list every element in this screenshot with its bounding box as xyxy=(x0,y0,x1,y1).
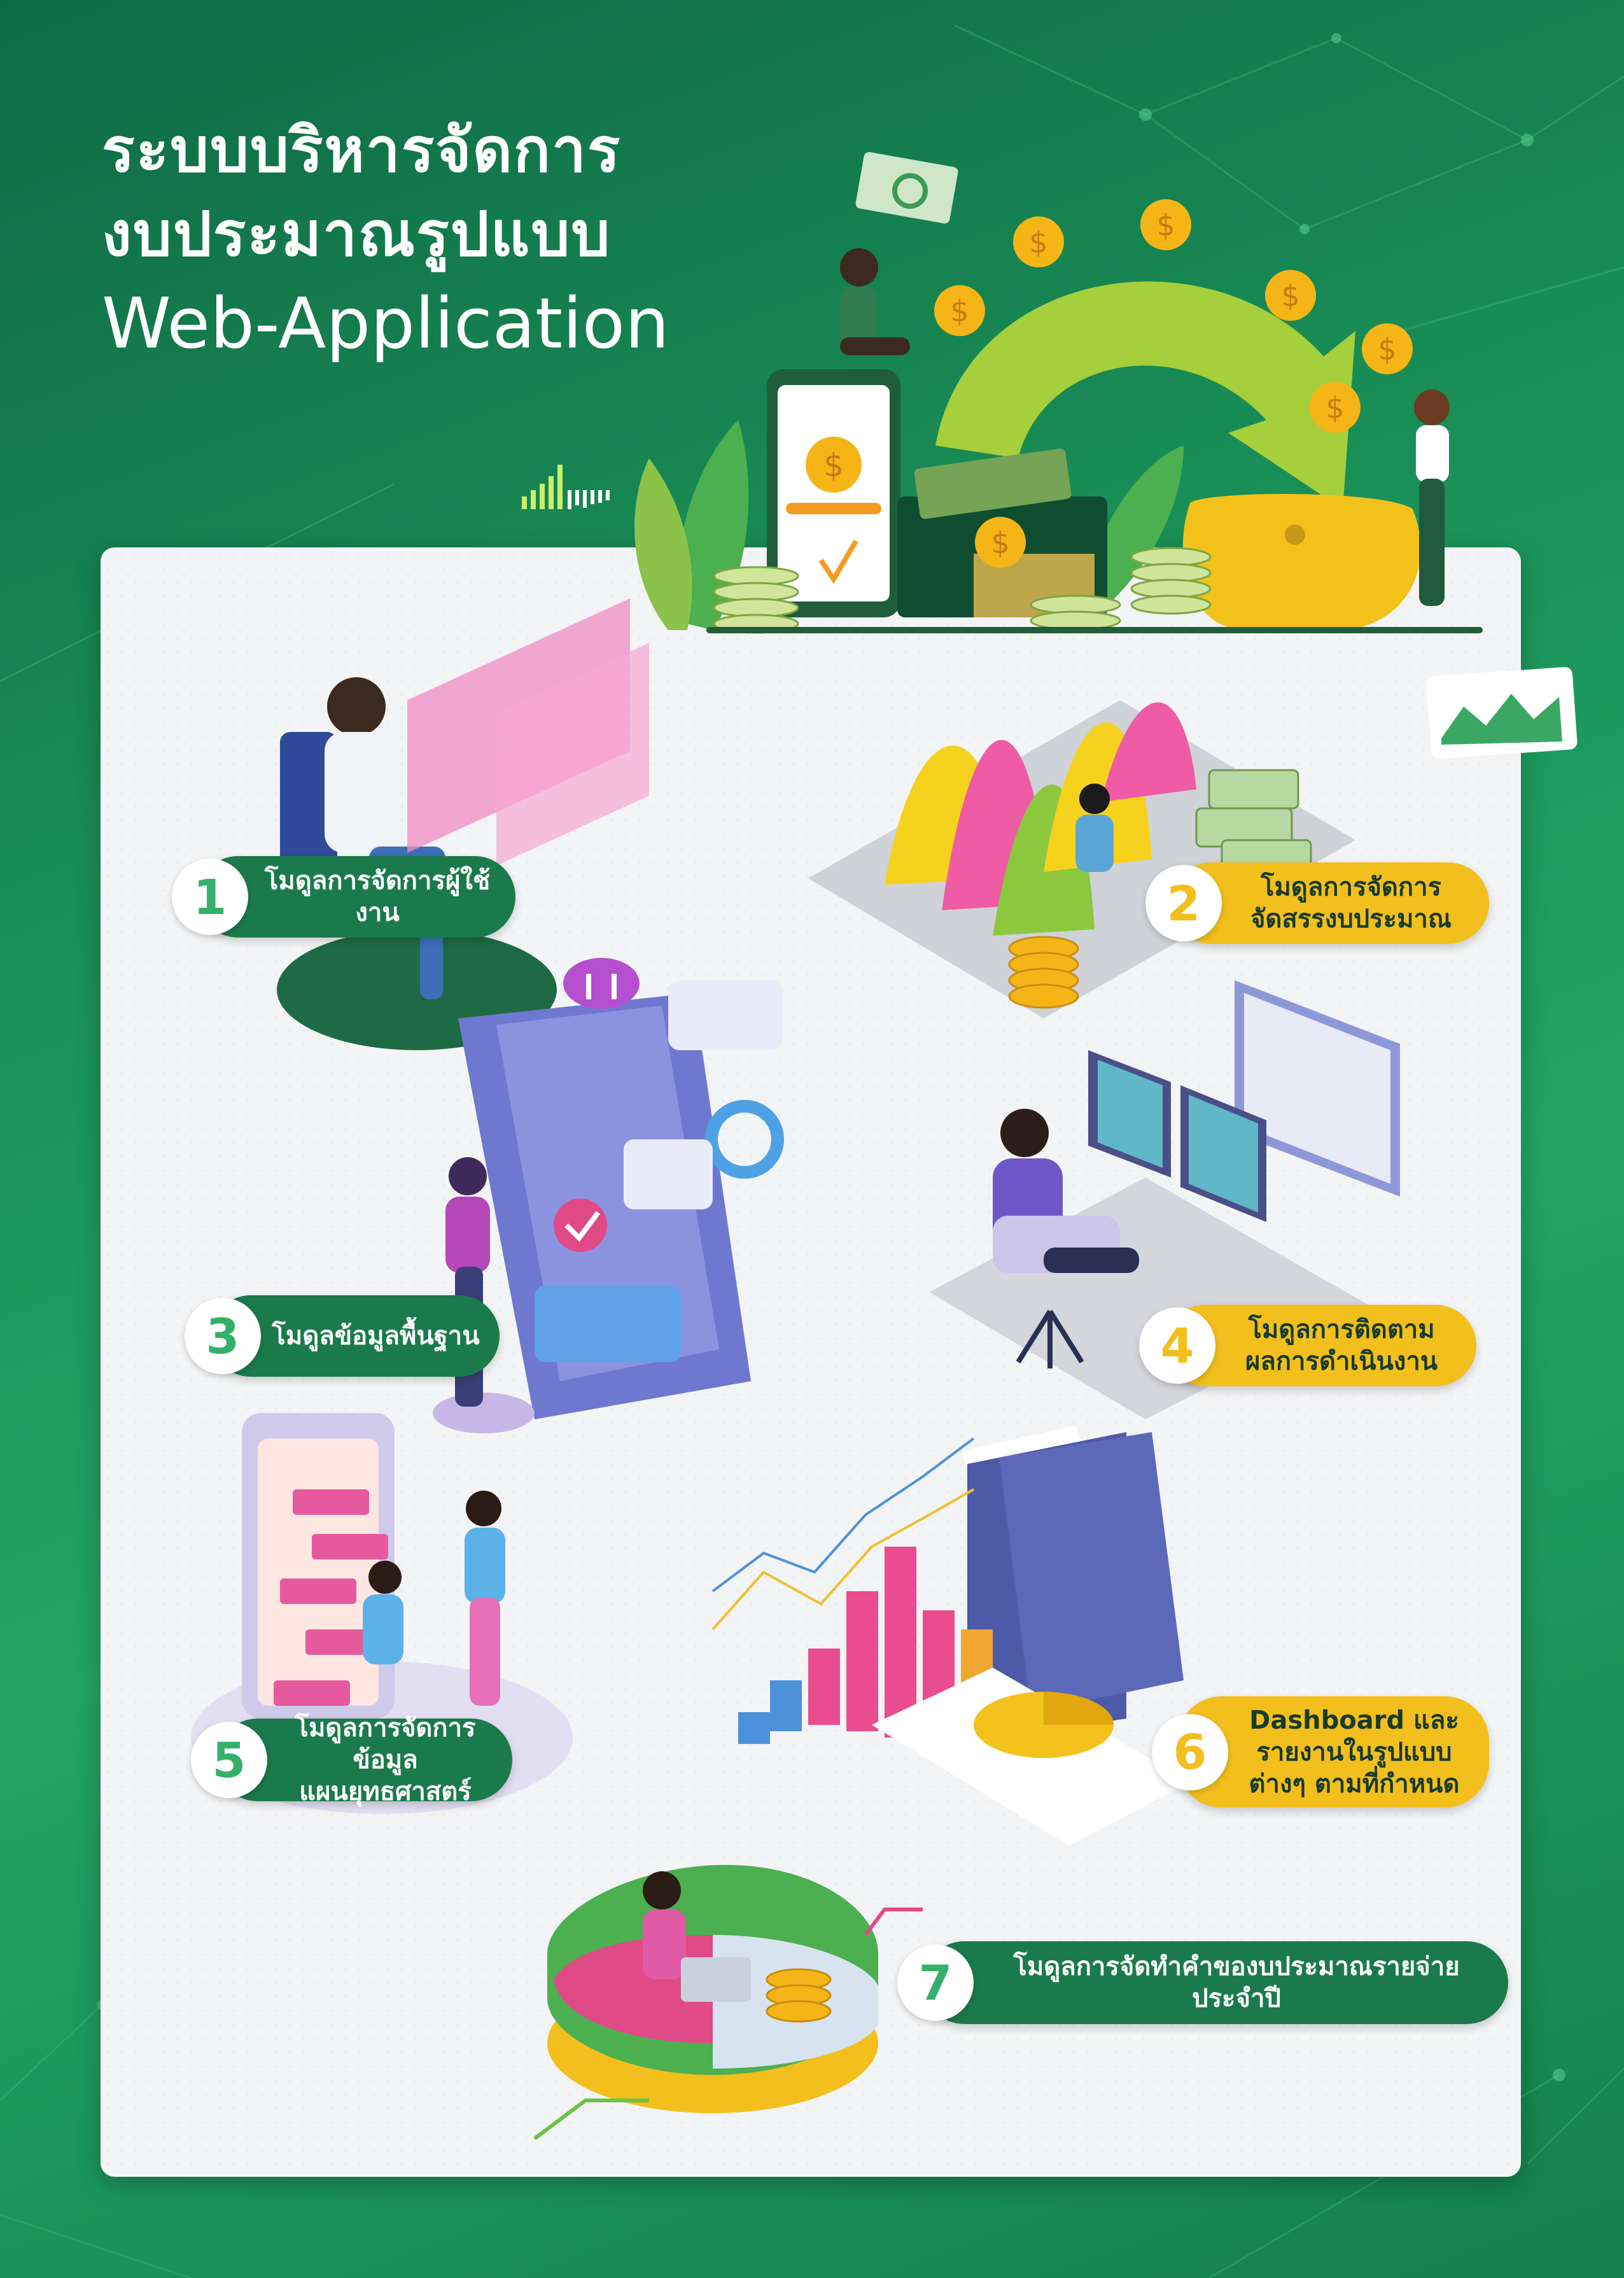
module-6-illustration xyxy=(711,1426,1190,1846)
folder-icon xyxy=(961,1426,1184,1744)
svg-text:$: $ xyxy=(1281,279,1299,313)
svg-text:$: $ xyxy=(1378,332,1396,367)
page-title: ระบบบริหารจัดการ งบประมาณรูปแบบ Web-Appl… xyxy=(102,108,669,368)
title-line-1: ระบบบริหารจัดการ xyxy=(102,115,622,186)
module-label-line: โมดูลการจัดทำคำของบประมาณรายจ่ายประจำปี xyxy=(1013,1952,1460,2013)
module-2-illustration xyxy=(808,700,1355,1018)
header-illustration: $ $ $ $ $ $ $ $ xyxy=(634,151,1483,634)
monitor-icon xyxy=(1088,1050,1266,1222)
module-number: 2 xyxy=(1145,865,1222,941)
module-label: โมดูลการจัดการผู้ใช้งาน xyxy=(255,865,500,929)
pie-chart-icon xyxy=(974,1692,1114,1758)
svg-text:$: $ xyxy=(1156,208,1175,243)
logo-bars-icon xyxy=(522,465,610,509)
title-line-3: Web-Application xyxy=(102,283,669,364)
module-label: โมดูลการติดตามผลการดำเนินงาน xyxy=(1222,1314,1461,1377)
module-label: โมดูลการจัดทำคำของบประมาณรายจ่ายประจำปี xyxy=(980,1951,1493,2014)
module-label: โมดูลการจัดการข้อมูลแผนยุทธศาสตร์ xyxy=(274,1712,497,1808)
module-badge-1: 1 โมดูลการจัดการผู้ใช้งาน xyxy=(172,856,515,938)
module-label-line: จัดสรรงบประมาณ xyxy=(1250,904,1452,934)
module-number: 1 xyxy=(172,859,248,935)
module-label: โมดูลข้อมูลพื้นฐาน xyxy=(267,1320,484,1352)
module-7-illustration xyxy=(533,1865,923,2141)
module-label-line: โมดูลการจัดการผู้ใช้งาน xyxy=(264,866,491,927)
module-badge-3: 3 โมดูลข้อมูลพื้นฐาน xyxy=(185,1295,500,1377)
svg-text:$: $ xyxy=(950,294,969,328)
module-label: โมดูลการจัดการจัดสรรงบประมาณ xyxy=(1228,871,1474,935)
module-label-line: โมดูลการจัดการข้อมูล xyxy=(295,1713,476,1775)
module-number: 7 xyxy=(897,1944,974,2021)
svg-text:$: $ xyxy=(1326,391,1344,425)
module-label-line: ผลการดำเนินงาน xyxy=(1245,1347,1438,1376)
module-number: 3 xyxy=(185,1298,261,1374)
title-line-2: งบประมาณรูปแบบ xyxy=(102,199,612,270)
module-number: 6 xyxy=(1152,1713,1228,1790)
module-label-line: รายงานในรูปแบบ xyxy=(1256,1737,1452,1767)
svg-text:$: $ xyxy=(823,447,844,484)
dollar-coin-icon: $ $ $ $ $ $ $ $ xyxy=(806,199,1413,568)
module-label-line: Dashboard และ xyxy=(1249,1705,1459,1735)
module-1-illustration xyxy=(277,598,649,1050)
module-badge-7: 7 โมดูลการจัดทำคำของบประมาณรายจ่ายประจำปี xyxy=(897,1941,1508,2024)
module-number: 5 xyxy=(191,1722,267,1798)
module-label-line: โมดูลการติดตาม xyxy=(1248,1315,1435,1344)
module-label-line: ต่างๆ ตามที่กำหนด xyxy=(1249,1769,1460,1799)
svg-text:$: $ xyxy=(1029,225,1047,260)
module-label-line: โมดูลการจัดการ xyxy=(1260,873,1442,902)
module-label-line: โมดูลข้อมูลพื้นฐาน xyxy=(272,1321,480,1351)
module-label: Dashboard และรายงานในรูปแบบต่างๆ ตามที่ก… xyxy=(1235,1705,1474,1800)
module-label-line: แผนยุทธศาสตร์ xyxy=(299,1777,472,1806)
phone-icon xyxy=(767,369,900,617)
module-3-illustration xyxy=(433,958,784,1433)
line-chart-icon xyxy=(1426,666,1578,759)
module-number: 4 xyxy=(1139,1307,1215,1384)
svg-text:$: $ xyxy=(991,526,1009,560)
cloud-sync-icon xyxy=(563,958,640,1009)
